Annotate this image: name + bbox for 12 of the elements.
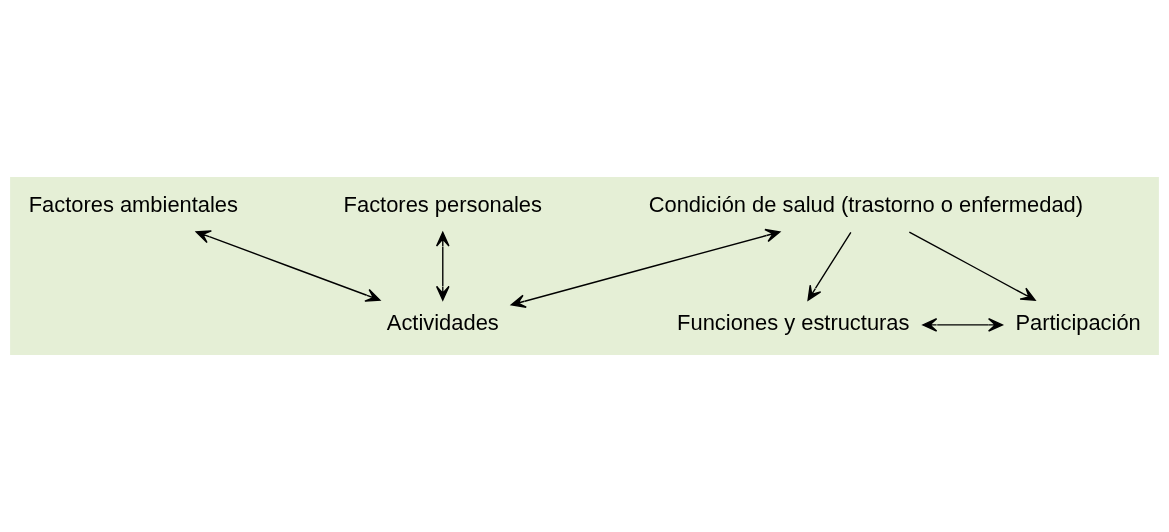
node-text: Actividades [386,310,499,336]
node-text: Factores ambientales [28,192,238,218]
arrow [435,231,450,301]
node-text: Condición de salud (trastorno o enfermedad) [648,192,1084,218]
arrow [908,231,1036,301]
node-text: Participación [1015,310,1141,336]
node-text: Factores personales [343,192,542,218]
node-text: Funciones y estructuras [677,310,910,336]
arrow [195,230,381,302]
arrow [922,318,1003,332]
arrow [807,231,852,301]
arrow [510,228,781,308]
